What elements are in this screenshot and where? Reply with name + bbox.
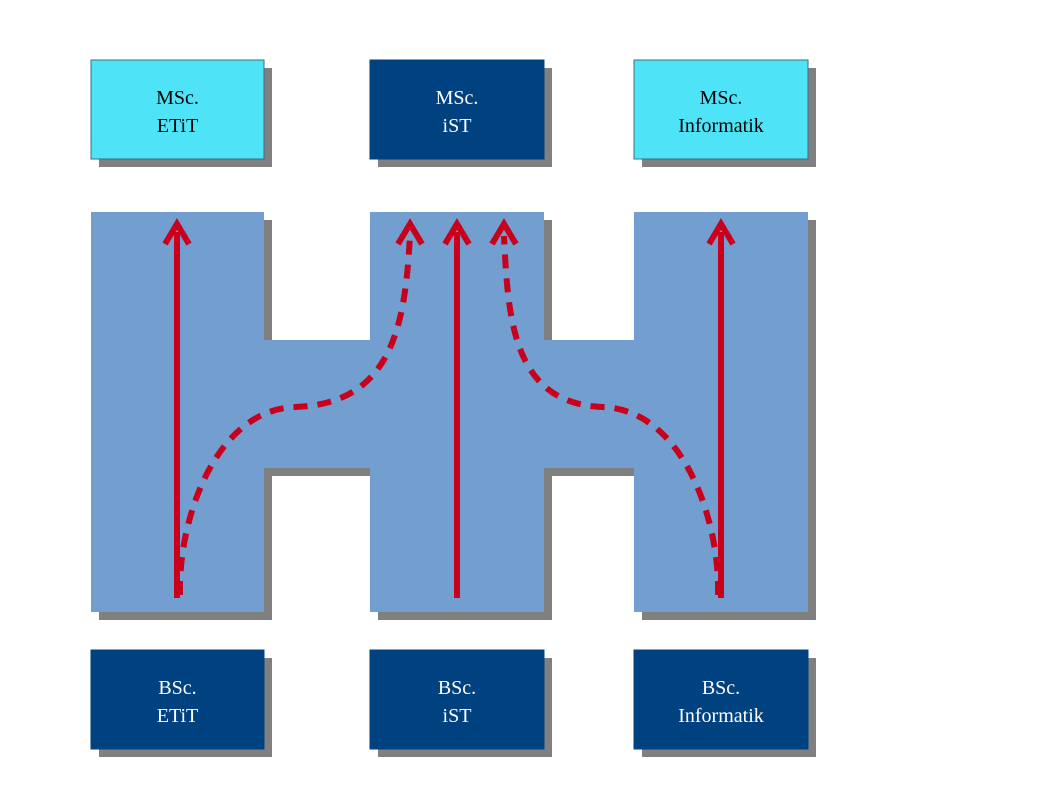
- bachelor-box-ist-line2: iST: [443, 705, 472, 727]
- bachelor-box-ist: BSc. iST: [369, 649, 552, 757]
- master-box-informatik-line1: MSc.: [700, 87, 743, 109]
- arrow-etit-to-ist: [176, 235, 413, 596]
- bachelor-box-etit-line2: ETiT: [157, 705, 199, 727]
- bachelor-box-informatik-line1: BSc.: [702, 677, 740, 699]
- master-box-ist-line2: iST: [443, 115, 472, 137]
- arrow-informatik-to-informatik-head: [706, 218, 736, 246]
- master-box-informatik-line2: Informatik: [678, 115, 764, 137]
- master-box-ist-line1: MSc.: [436, 87, 479, 109]
- bachelor-box-etit: BSc. ETiT: [90, 649, 272, 757]
- master-box-ist: MSc. iST: [369, 59, 552, 167]
- arrow-informatik-to-ist: [501, 235, 722, 596]
- master-box-etit: MSc. ETiT: [90, 59, 272, 167]
- arrow-etit-to-etit-head: [162, 218, 192, 246]
- path-arrows: [162, 218, 736, 598]
- bachelor-box-etit-line1: BSc.: [158, 677, 196, 699]
- bachelor-box-informatik-line2: Informatik: [678, 705, 764, 727]
- arrow-informatik-to-ist-head: [489, 218, 519, 246]
- bachelor-row: BSc. ETiT BSc. iST BSc. Informatik: [90, 649, 816, 757]
- master-box-informatik: MSc. Informatik: [633, 59, 816, 167]
- master-box-etit-line2: ETiT: [157, 115, 199, 137]
- arrow-etit-to-ist-head: [395, 218, 425, 246]
- arrow-ist-to-ist-head: [442, 218, 472, 246]
- connector-shape: [91, 212, 808, 612]
- master-box-etit-line1: MSc.: [156, 87, 199, 109]
- bachelor-box-ist-line1: BSc.: [438, 677, 476, 699]
- master-row: MSc. ETiT MSc. iST MSc. Informatik: [90, 59, 816, 167]
- bachelor-box-informatik: BSc. Informatik: [633, 649, 816, 757]
